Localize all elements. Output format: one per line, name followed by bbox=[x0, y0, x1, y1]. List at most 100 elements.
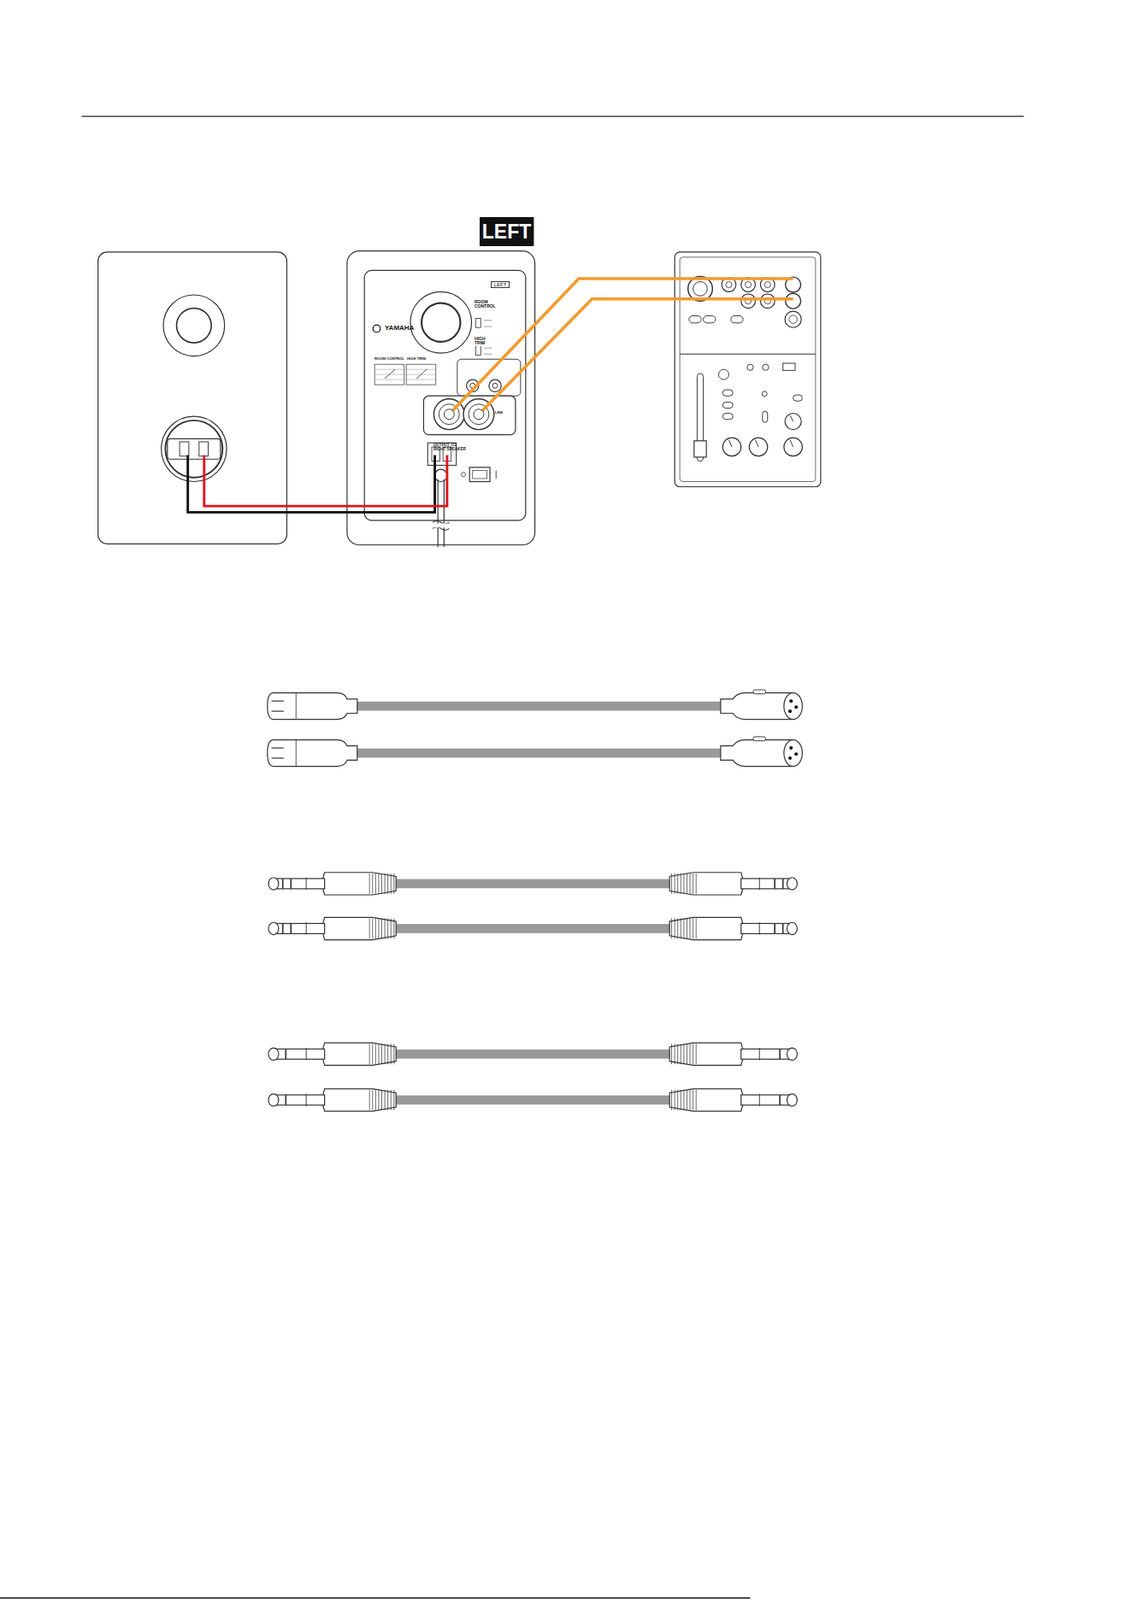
plug-shaft bbox=[741, 1095, 791, 1106]
grip-rib bbox=[692, 1090, 694, 1111]
button bbox=[762, 411, 768, 423]
cable-body bbox=[394, 1096, 673, 1106]
graph-grid bbox=[406, 379, 437, 381]
button bbox=[722, 389, 733, 396]
plug-handle bbox=[669, 1089, 743, 1112]
jack bbox=[789, 315, 798, 325]
xlr-pin bbox=[271, 701, 284, 702]
plug-ring bbox=[306, 1048, 307, 1061]
grip-rib bbox=[677, 918, 679, 939]
plug-ring bbox=[759, 1094, 761, 1107]
jack bbox=[764, 282, 771, 289]
xlr-female bbox=[720, 740, 793, 767]
led bbox=[762, 364, 769, 371]
plug-mirror bbox=[669, 1043, 797, 1066]
grip-rib bbox=[369, 918, 371, 939]
grip-rib bbox=[683, 1043, 684, 1065]
plug-end bbox=[473, 409, 484, 420]
xlr-face bbox=[784, 740, 802, 767]
grip-rib bbox=[680, 918, 682, 939]
grip-rib bbox=[695, 1043, 697, 1065]
xlr-socket bbox=[789, 699, 793, 703]
logo-emblem bbox=[372, 324, 381, 333]
xlr-pin bbox=[271, 748, 284, 749]
plug-ring bbox=[289, 923, 292, 934]
grip-rib bbox=[671, 1090, 673, 1111]
break-mark bbox=[432, 520, 449, 531]
plug-handle bbox=[669, 917, 743, 940]
switch-mark bbox=[483, 326, 493, 328]
plug-ring bbox=[289, 878, 292, 890]
grip-rib bbox=[381, 1043, 383, 1065]
button bbox=[793, 395, 803, 401]
grip-rib bbox=[377, 918, 379, 939]
grip-rib bbox=[381, 918, 383, 939]
panel-label: HIGH TRIM bbox=[406, 357, 437, 361]
plug-shaft bbox=[275, 923, 325, 934]
power-symbol bbox=[495, 470, 497, 479]
grip-rib bbox=[381, 873, 383, 895]
xlr-male bbox=[267, 693, 358, 720]
xlr-face bbox=[784, 693, 802, 720]
grip-rib bbox=[377, 1090, 379, 1111]
plug-tip bbox=[268, 1094, 279, 1107]
combo-jack bbox=[688, 277, 714, 302]
output-jack bbox=[785, 293, 802, 309]
dip-switch bbox=[475, 318, 481, 328]
grip-rib bbox=[674, 1090, 676, 1111]
plug-mirror bbox=[669, 872, 797, 896]
grip-rib bbox=[677, 1043, 679, 1065]
xlr-socket bbox=[794, 705, 798, 709]
graph-curve bbox=[384, 369, 396, 379]
plug-mirror bbox=[669, 1089, 797, 1112]
xlr-pin bbox=[271, 757, 284, 759]
grip-rib bbox=[674, 1043, 676, 1065]
jack bbox=[741, 294, 756, 309]
grip-rib bbox=[371, 1043, 373, 1065]
rca-jack bbox=[492, 383, 498, 389]
xlr-panel bbox=[423, 395, 515, 435]
xlr-male bbox=[267, 740, 358, 767]
plug-ring bbox=[773, 878, 776, 890]
response-graph bbox=[406, 364, 437, 385]
speaker-cabinet bbox=[98, 252, 288, 544]
led bbox=[761, 391, 767, 397]
grip-rib bbox=[695, 1090, 697, 1111]
plug-ring bbox=[778, 1095, 781, 1106]
panel-label: HIGH TRIM bbox=[474, 336, 497, 347]
badge-label: LEFT bbox=[479, 217, 534, 247]
grip-rib bbox=[387, 1090, 389, 1111]
xlr-female bbox=[720, 693, 793, 720]
plug-tip bbox=[786, 922, 797, 935]
grip-rib bbox=[377, 1043, 379, 1065]
grip-rib bbox=[393, 918, 395, 939]
grip-rib bbox=[387, 1043, 389, 1065]
grip-rib bbox=[393, 873, 395, 895]
grip-rib bbox=[371, 873, 373, 895]
plug-ring bbox=[306, 1094, 307, 1107]
graph-grid bbox=[374, 369, 405, 371]
plug-shaft bbox=[275, 1049, 325, 1060]
grip-rib bbox=[384, 1043, 386, 1065]
xlr-cable bbox=[267, 736, 803, 767]
ts-cable bbox=[268, 1043, 797, 1066]
grip-rib bbox=[674, 918, 676, 939]
grip-rib bbox=[695, 873, 697, 895]
trs-cable bbox=[268, 917, 797, 940]
rear-panel bbox=[364, 270, 526, 520]
speaker-terminal bbox=[179, 442, 189, 457]
plug-ring bbox=[782, 878, 785, 890]
plug-ring bbox=[759, 1048, 761, 1061]
grip-rib bbox=[390, 873, 392, 895]
audio-cable bbox=[448, 278, 793, 415]
plug-tip bbox=[268, 1048, 279, 1061]
plug-shaft bbox=[275, 1095, 325, 1106]
plug-shaft bbox=[275, 878, 325, 890]
jack bbox=[745, 282, 752, 289]
grip-rib bbox=[689, 1090, 691, 1111]
drawing bbox=[0, 116, 1024, 1598]
plug-handle bbox=[322, 917, 396, 940]
plug-shaft bbox=[741, 1049, 791, 1060]
jack bbox=[760, 294, 775, 309]
